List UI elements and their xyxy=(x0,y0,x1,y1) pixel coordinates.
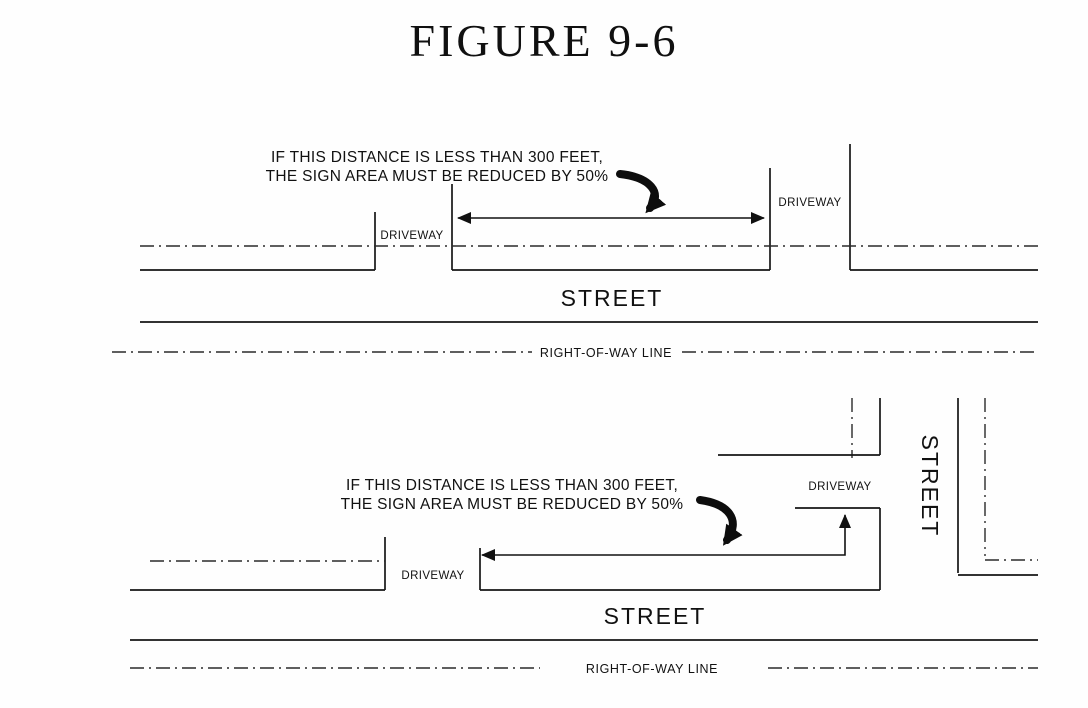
driveway-label: DRIVEWAY xyxy=(401,570,464,582)
curved-pointer-arrow-icon xyxy=(696,496,743,546)
street-label: STREET xyxy=(604,603,707,629)
top-note-line2: THE SIGN AREA MUST BE REDUCED BY 50% xyxy=(266,168,609,185)
bottom-diagram: IF THIS DISTANCE IS LESS THAN 300 FEET, … xyxy=(130,398,1038,676)
bottom-note-line1: IF THIS DISTANCE IS LESS THAN 300 FEET, xyxy=(346,477,678,494)
top-note-line1: IF THIS DISTANCE IS LESS THAN 300 FEET, xyxy=(271,149,603,166)
right-of-way-label: RIGHT-OF-WAY LINE xyxy=(586,662,718,676)
street-label-vertical: STREET xyxy=(917,435,943,538)
street-label: STREET xyxy=(561,285,664,311)
bottom-note-line2: THE SIGN AREA MUST BE REDUCED BY 50% xyxy=(341,496,684,513)
curved-pointer-arrow-icon xyxy=(616,170,667,214)
right-of-way-label: RIGHT-OF-WAY LINE xyxy=(540,346,672,360)
driveway-label: DRIVEWAY xyxy=(778,197,841,209)
distance-dimension-arrow xyxy=(481,514,851,561)
figure-title: FIGURE 9-6 xyxy=(409,15,679,66)
top-diagram: IF THIS DISTANCE IS LESS THAN 300 FEET, … xyxy=(112,144,1038,360)
driveway-label: DRIVEWAY xyxy=(808,481,871,493)
driveway-label: DRIVEWAY xyxy=(380,230,443,242)
